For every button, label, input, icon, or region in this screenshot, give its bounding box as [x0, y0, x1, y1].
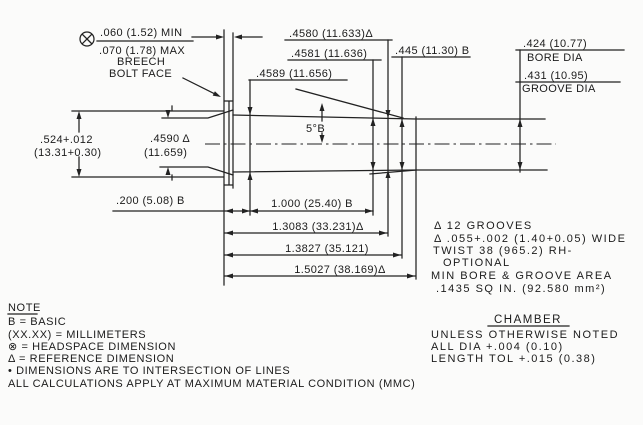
- note-millimeters: (XX.XX) = MILLIMETERS: [8, 329, 146, 341]
- note-mmc: ALL CALCULATIONS APPLY AT MAXIMUM MATERI…: [8, 378, 415, 390]
- dim-len-15027: 1.5027 (38.169)Δ: [294, 264, 386, 276]
- dim-len-200: .200 (5.08) B: [116, 195, 185, 207]
- dim-head-dia-mm: (11.659): [144, 147, 187, 159]
- rifling-notes-block: Δ 12 GROOVES Δ .055+.002 (1.40+0.05) WID…: [431, 220, 626, 295]
- rifling-note-area: .1435 SQ IN. (92.580 mm²): [436, 283, 606, 295]
- note-block: NOTE B = BASIC (XX.XX) = MILLIMETERS ⊗ =…: [7, 302, 415, 390]
- dim-head-dia-in: .4590 Δ: [150, 133, 190, 145]
- chamber-tol-line-3: LENGTH TOL +.015 (0.38): [431, 353, 596, 365]
- note-basic: B = BASIC: [8, 316, 66, 328]
- rifling-note-twist: TWIST 38 (965.2) RH-: [433, 245, 573, 257]
- chamber-title: CHAMBER: [494, 314, 562, 326]
- dim-bore-dia-value: .424 (10.77): [523, 38, 587, 50]
- dim-len-1000: 1.000 (25.40) B: [271, 198, 353, 210]
- dim-dia-445: .445 (11.30) B: [395, 45, 470, 57]
- chamber-tolerance-block: CHAMBER UNLESS OTHERWISE NOTED ALL DIA +…: [431, 314, 619, 365]
- dim-dia-4581: .4581 (11.636): [291, 48, 367, 60]
- rifling-note-grooves: Δ 12 GROOVES: [434, 220, 533, 232]
- dim-rim-dia-in: .524+.012: [40, 134, 93, 146]
- label-bolt-face: BOLT FACE: [109, 68, 172, 80]
- dim-rim-dia-mm: (13.31+0.30): [34, 147, 102, 159]
- dim-len-13083: 1.3083 (33.231)Δ: [272, 221, 364, 233]
- note-headspace: ⊗ = HEADSPACE DIMENSION: [8, 341, 176, 353]
- chamber-tol-line-2: ALL DIA +.004 (0.10): [431, 341, 564, 353]
- headspace-symbol-icon: [79, 31, 95, 47]
- rifling-note-optional: OPTIONAL: [443, 257, 511, 269]
- label-groove-dia: GROOVE DIA: [522, 83, 596, 95]
- note-title: NOTE: [8, 302, 41, 314]
- label-bore-dia: BORE DIA: [527, 52, 583, 64]
- note-intersection: • DIMENSIONS ARE TO INTERSECTION OF LINE…: [8, 365, 290, 377]
- dim-throat-angle: 5°B: [306, 123, 325, 135]
- dim-len-13827: 1.3827 (35.121): [285, 243, 369, 255]
- rifling-note-min-bore: MIN BORE & GROOVE AREA: [431, 270, 613, 282]
- dim-headspace-min: .060 (1.52) MIN: [100, 27, 182, 39]
- arrowheads: [76, 34, 523, 279]
- dim-dia-4580: .4580 (11.633)Δ: [289, 28, 373, 40]
- label-breech: BREECH: [117, 56, 165, 68]
- dim-groove-dia-value: .431 (10.95): [524, 70, 588, 82]
- note-reference: Δ = REFERENCE DIMENSION: [8, 353, 174, 365]
- dim-dia-4589: .4589 (11.656): [256, 68, 332, 80]
- rifling-note-width: Δ .055+.002 (1.40+0.05) WIDE: [434, 233, 626, 245]
- dim-headspace-max: .070 (1.78) MAX: [99, 45, 185, 57]
- chamber-tol-line-1: UNLESS OTHERWISE NOTED: [431, 329, 619, 341]
